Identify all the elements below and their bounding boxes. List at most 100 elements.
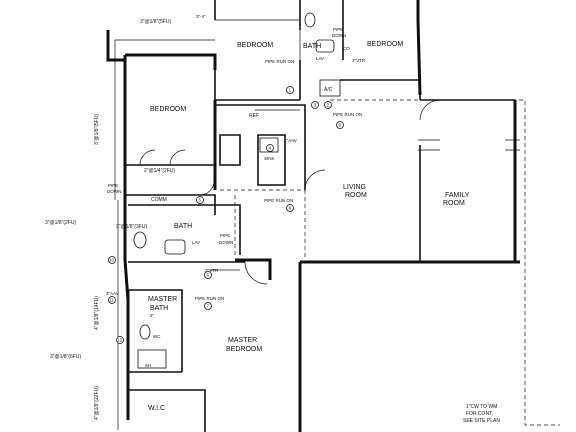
wall-left-column (123, 170, 130, 301)
pipe-run-on-3: PIPE RUN ON (264, 198, 293, 203)
vtr-top: 3"VTR (352, 58, 366, 63)
lav-mid (164, 239, 186, 255)
wall-bath-mid-top (128, 204, 241, 255)
toilet-master (139, 324, 151, 340)
pipe-down-top-2: DOWN (332, 33, 346, 38)
wall-top-left (106, 30, 125, 62)
marker-number: 8 (289, 206, 292, 211)
door-arc (139, 149, 156, 166)
wc-label: WC (153, 334, 161, 339)
pipe-label-left-vertical: 3"@1/8"(5FU) (94, 114, 100, 145)
marker-number: 6 (207, 273, 210, 278)
marker-circle (311, 101, 319, 109)
window-family (418, 139, 440, 151)
wall-bedroom-right-south (340, 79, 421, 100)
pipe-label-left-3fu: 3"@1/8"(3FU) (116, 224, 147, 230)
wall-wic (128, 389, 206, 432)
wall-bedroom-left-top (125, 53, 217, 70)
sink-label: SINK (264, 156, 275, 161)
markers (108, 86, 344, 344)
room-bath-top: BATH (303, 43, 321, 50)
door-arc (169, 149, 186, 166)
pipe-run-on-1: PIPE RUN ON (265, 59, 294, 64)
wall-right-bedroom (416, 0, 422, 96)
marker-number: 7 (207, 304, 210, 309)
range (219, 134, 241, 166)
aav-label: 1"AAV (284, 138, 297, 143)
cw-note-1: 1"CW TO WM (466, 404, 497, 410)
lav-label-top: LAV (316, 56, 324, 61)
pipe-label-top-fu: 3"@1/8"(5FU) (140, 19, 171, 25)
marker-number: 10 (109, 258, 115, 263)
marker-circle (204, 302, 212, 310)
room-living-2: ROOM (345, 192, 367, 199)
vtr-mid: 2"VTR (205, 268, 219, 273)
door-arc (419, 99, 441, 121)
marker-circle (108, 256, 116, 264)
marker-circle (108, 296, 116, 304)
wall-kitchen (215, 104, 306, 190)
shower (137, 349, 167, 369)
room-family-1: FAMILY (445, 192, 470, 199)
pipe-label-left-2fu: 3"@1/8"(2FU) (45, 220, 76, 226)
marker-circle (204, 271, 212, 279)
ac-label: A/C (324, 87, 333, 93)
aav2-label: 3"AAV (106, 291, 119, 296)
comm-label: COMM (151, 197, 167, 203)
marker-circle (116, 336, 124, 344)
pipe-down-mid-1: PIPE (220, 233, 230, 238)
pipe-down-top-1: PIPE (333, 27, 343, 32)
kitchen-island (257, 134, 286, 186)
marker-circle (196, 196, 204, 204)
ac-unit (319, 79, 341, 97)
cw-note-3: SEE SITE PLAN (463, 418, 500, 424)
marker-number: 11 (109, 298, 114, 303)
marker-number: 1 (289, 88, 292, 93)
toilet-mid (133, 231, 147, 249)
marker-circle (336, 121, 344, 129)
marker-number: 2 (327, 103, 330, 108)
door-arc (304, 169, 326, 191)
lav-label-mid: LAV (192, 240, 200, 245)
marker-circle (286, 204, 294, 212)
door-arc (244, 261, 268, 285)
cw-note-2: FOR CONT, (466, 411, 493, 417)
pipe-down-left-2: DOWN (107, 189, 121, 194)
patio-outline (330, 99, 560, 426)
room-bath-mid: BATH (174, 223, 192, 230)
room-bedroom-top-right: BEDROOM (367, 41, 403, 48)
sh-label: SH (145, 363, 151, 368)
room-master-bedroom-1: MASTER (228, 337, 257, 344)
room-wic: W.I.C (148, 405, 165, 412)
three-in-label: 3" (150, 313, 155, 318)
room-bedroom-left: BEDROOM (150, 106, 186, 113)
pipe-down-mid-2: DOWN (219, 240, 233, 245)
pipe-label-14fu: 4"@1/8"(14FU) (94, 296, 100, 330)
marker-circle (266, 144, 274, 152)
room-master-bedroom-2: BEDROOM (226, 346, 262, 353)
pipe-label-22fu: 4"@1/8"(22FU) (94, 386, 100, 420)
pipe-run-on-2: PIPE RUN ON (333, 112, 362, 117)
pipe-label-2fu: 2"@1/4"(2FU) (144, 168, 175, 174)
marker-number: 9 (339, 123, 342, 128)
wall-comm (125, 194, 216, 215)
marker-number: 4 (269, 146, 272, 151)
pipe-label-6fu: 3"@1/8"(6FU) (50, 354, 81, 360)
room-living-1: LIVING (343, 184, 366, 191)
pipe-down-left-1: PIPE (108, 183, 118, 188)
window-family-east (505, 139, 520, 151)
marker-circle (324, 101, 332, 109)
marker-number: 5 (199, 198, 202, 203)
room-master-bath-2: BATH (150, 305, 168, 312)
co-label: CO (343, 46, 350, 51)
wall-master-bath (128, 289, 183, 372)
wall-hall (235, 258, 272, 280)
marker-number: 3 (314, 103, 317, 108)
lav-top (315, 39, 335, 53)
toilet-top (304, 12, 316, 28)
pipe-label-top-small: 3"-4" (196, 14, 206, 19)
door-arc (199, 180, 215, 196)
ref-label: REF (249, 113, 259, 119)
marker-circle (286, 86, 294, 94)
